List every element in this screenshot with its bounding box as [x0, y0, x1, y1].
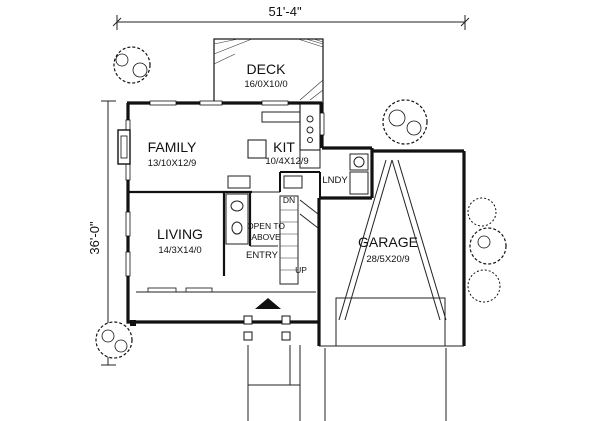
- lndy-name: LNDY: [322, 175, 348, 186]
- shrub-right-bottom-icon: [467, 269, 501, 303]
- stair-down-label: DN: [283, 195, 295, 205]
- family-size: 13/10X12/9: [148, 158, 197, 169]
- overall-width-label: 51'-4": [268, 4, 302, 19]
- deck: [213, 38, 324, 104]
- deck-size: 16/0X10/0: [244, 79, 287, 90]
- living-name: LIVING: [157, 226, 203, 242]
- living-size: 14/3X14/0: [158, 245, 201, 256]
- stairs: [279, 195, 319, 285]
- depth-dimension-line: [101, 100, 116, 366]
- entry-name: ENTRY: [246, 250, 279, 261]
- garage-roof-lines: [335, 159, 447, 347]
- fireplace: [117, 129, 131, 165]
- shrub-right-top-icon: [467, 197, 497, 227]
- deck-name: DECK: [247, 61, 287, 77]
- open-to-above-line2: ABOVE: [251, 232, 281, 242]
- interior-walls: [128, 171, 321, 276]
- powder-room: [225, 193, 249, 245]
- kit-name: KIT: [273, 139, 295, 155]
- deck-hatching: [213, 38, 324, 101]
- shrub-top-right-icon: [382, 99, 428, 145]
- kit-size: 10/4X12/9: [265, 156, 308, 167]
- stair-up-label: UP: [295, 265, 307, 275]
- shrub-top-left-icon: [113, 46, 151, 84]
- laundry-appliances: [349, 153, 369, 195]
- garage-name: GARAGE: [358, 234, 418, 250]
- open-to-above-line1: OPEN TO: [247, 221, 285, 231]
- width-dimension-line: [112, 15, 470, 30]
- family-name: FAMILY: [148, 139, 197, 155]
- kitchen-counters: [227, 103, 321, 189]
- windows: [125, 100, 325, 293]
- overall-depth-label: 36'-0": [87, 221, 102, 255]
- front-porch: [130, 291, 447, 421]
- shrub-bottom-left-icon: [95, 321, 133, 359]
- shrub-right-middle-icon: [469, 227, 507, 265]
- garage-size: 28/5X20/9: [366, 254, 409, 265]
